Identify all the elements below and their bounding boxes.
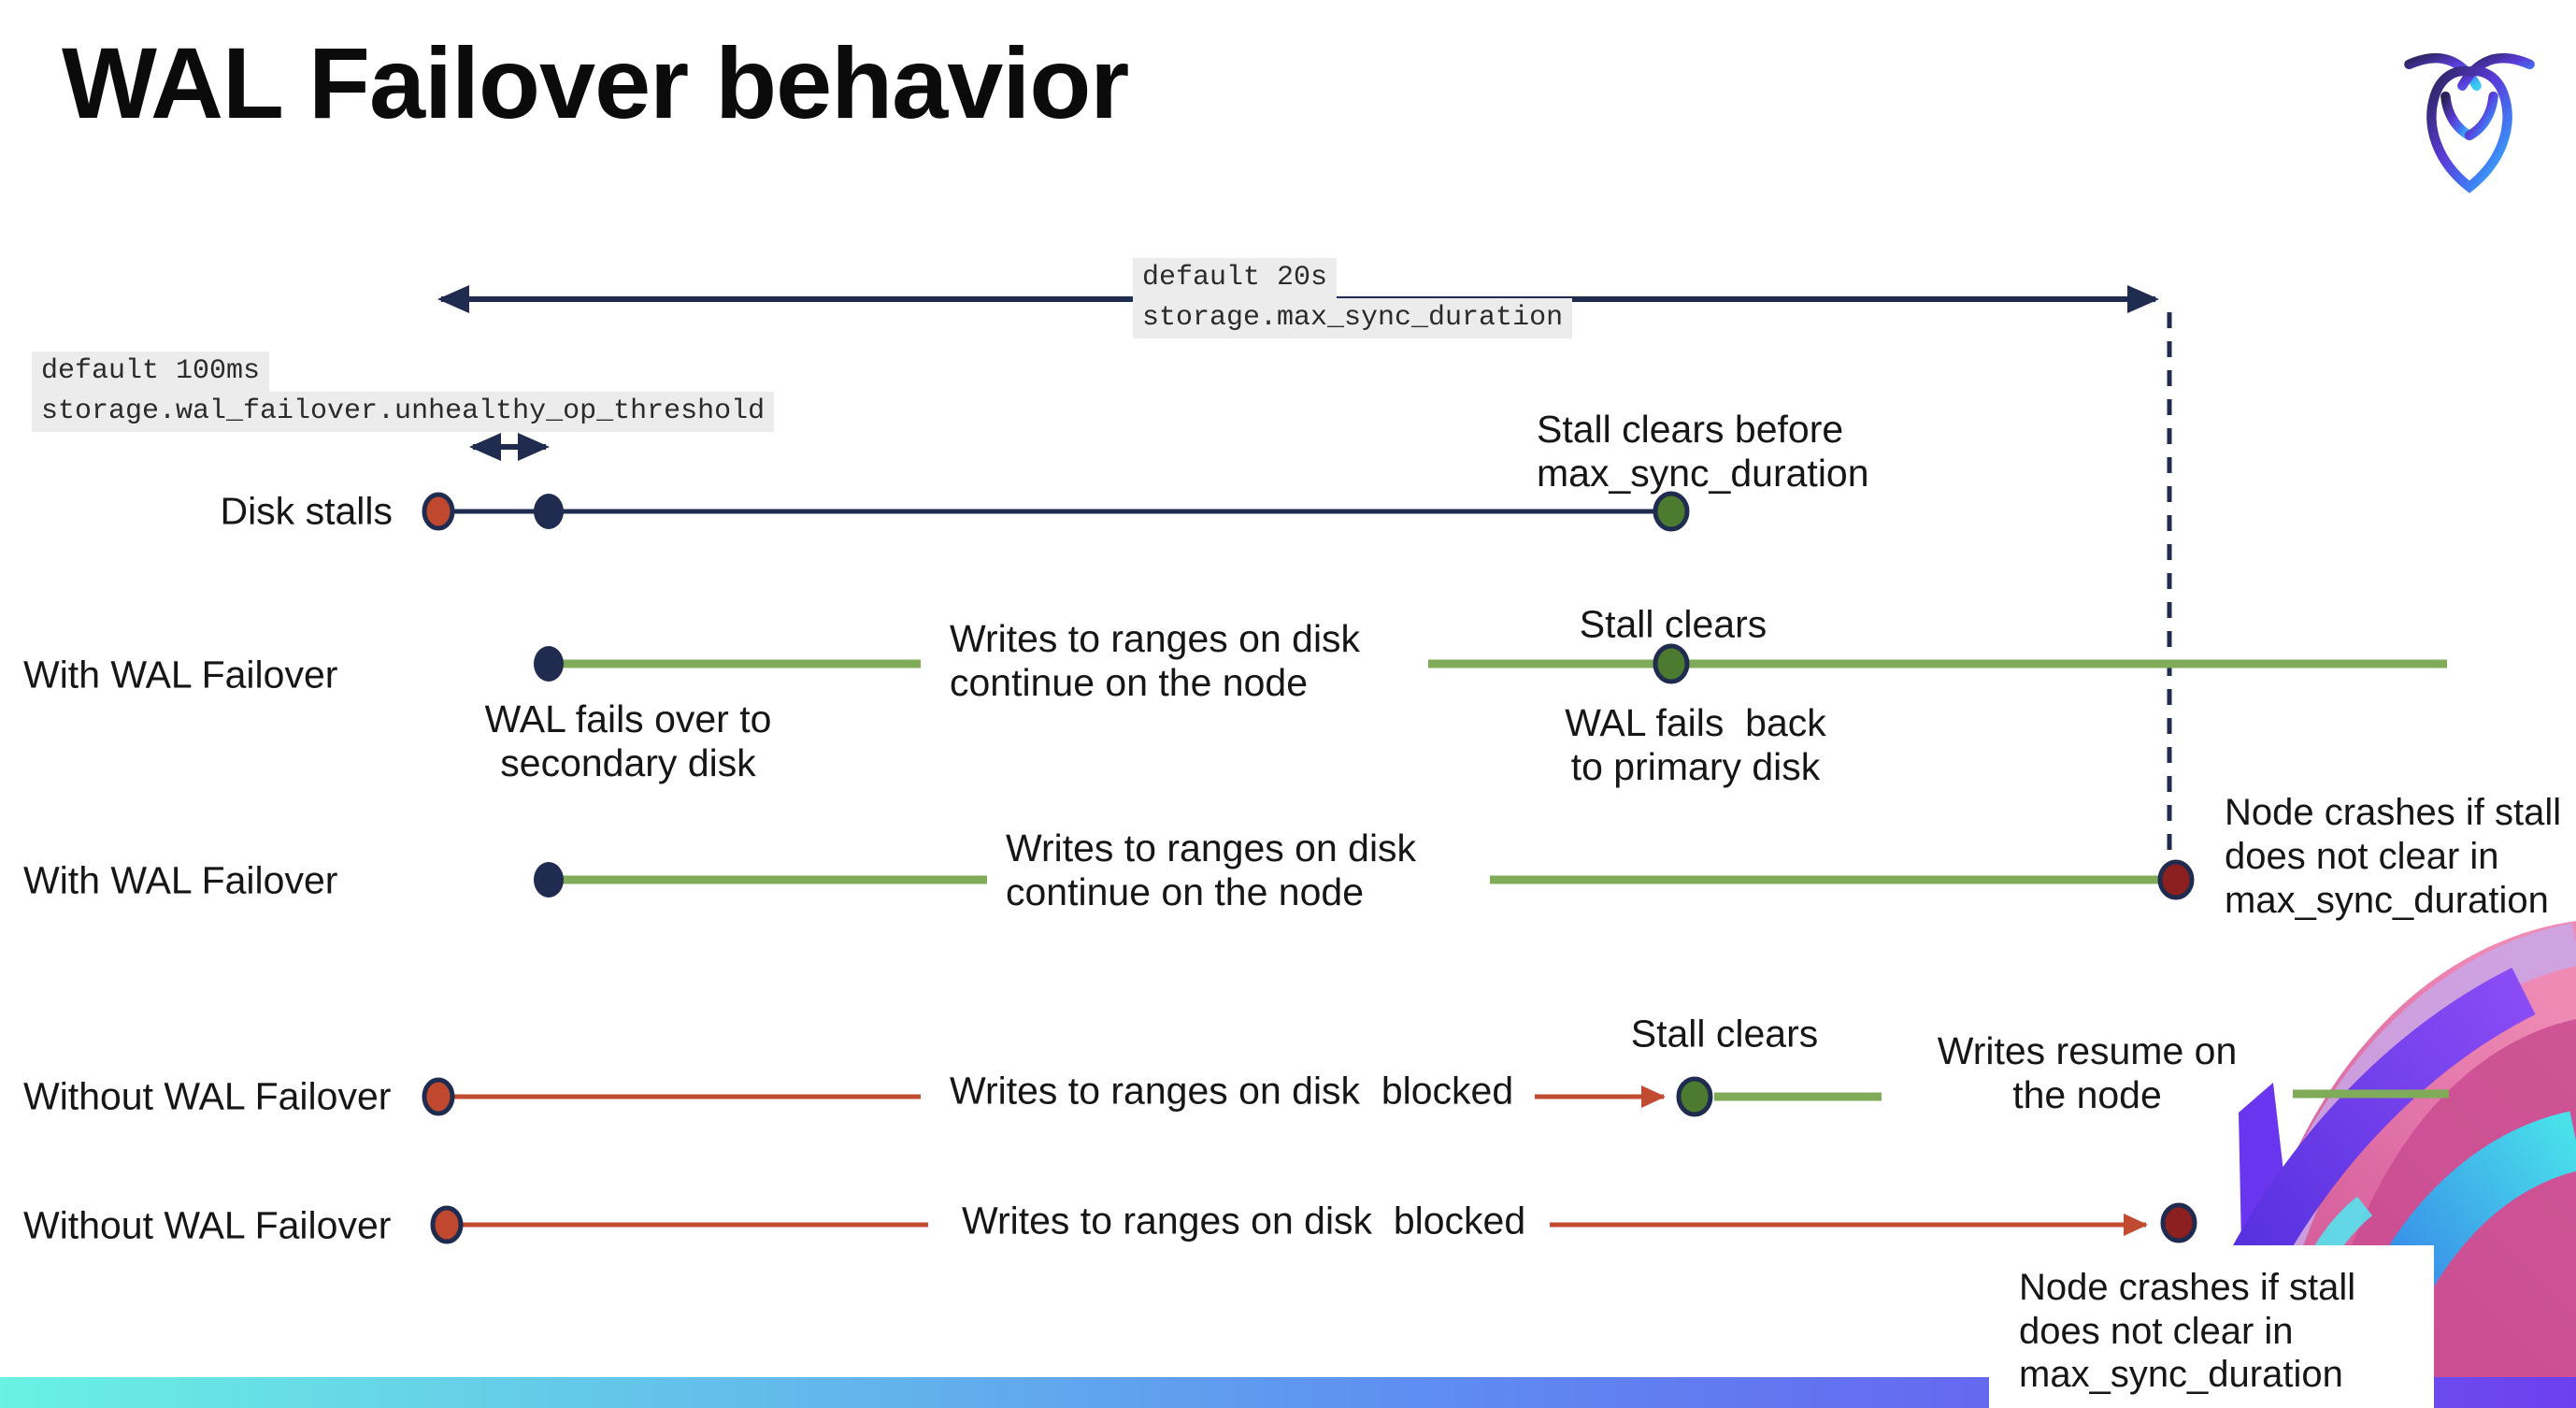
caption-stall-clears-row2: Stall clears	[1579, 602, 1767, 646]
stall-clear-dot	[1676, 1076, 1713, 1117]
setting-default-value: default 100ms	[32, 352, 270, 392]
crash-caption-box	[1989, 1245, 2434, 1408]
row-label-without-wal-failover-1: Without WAL Failover	[23, 1074, 392, 1118]
timeline-with-failover-clears	[534, 643, 2447, 684]
caption-writes-blocked-row4: Writes to ranges on disk blocked	[950, 1069, 1514, 1113]
failover-dot	[534, 862, 564, 898]
caption-wal-fails-over: WAL fails over to secondary disk	[484, 697, 772, 784]
stall-clear-dot	[1653, 643, 1690, 684]
setting-name: storage.max_sync_duration	[1133, 298, 1573, 338]
row-label-with-wal-failover-2: With WAL Failover	[23, 858, 338, 902]
unhealthy-op-threshold-setting-label: default 100ms storage.wal_failover.unhea…	[32, 352, 775, 432]
failover-dot	[534, 646, 564, 682]
timeline-with-failover-crash	[534, 859, 2195, 900]
setting-name: storage.wal_failover.unhealthy_op_thresh…	[32, 392, 775, 432]
setting-default-value: default 20s	[1133, 258, 1338, 298]
caption-node-crashes-row3: Node crashes if stall does not clear in …	[2225, 792, 2562, 921]
node-crash-dot	[2160, 1202, 2197, 1243]
timeline-without-failover-clears	[422, 1076, 2449, 1117]
node-crash-dot	[2157, 859, 2195, 900]
caption-stall-clears-row4: Stall clears	[1630, 1012, 1819, 1056]
stall-start-dot	[430, 1205, 464, 1244]
stall-start-dot	[422, 492, 455, 531]
stall-start-dot	[422, 1077, 455, 1116]
caption-writes-resume: Writes resume on the node	[1937, 1029, 2238, 1116]
timeline-disk-stalls	[422, 491, 1690, 532]
stall-clear-dot	[1653, 491, 1690, 532]
caption-wal-fails-back: WAL fails back to primary disk	[1565, 701, 1826, 788]
caption-stall-clears-before: Stall clears before max_sync_duration	[1537, 408, 1869, 495]
page-title: WAL Failover behavior	[62, 26, 1129, 139]
row-label-with-wal-failover-1: With WAL Failover	[23, 653, 338, 697]
row-label-without-wal-failover-2: Without WAL Failover	[23, 1203, 392, 1247]
cockroachdb-logo-icon	[2404, 52, 2535, 194]
caption-writes-continue-row2: Writes to ranges on disk continue on the…	[950, 617, 1361, 704]
caption-writes-continue-row3: Writes to ranges on disk continue on the…	[1006, 826, 1417, 913]
row-label-disk-stalls: Disk stalls	[220, 489, 393, 533]
caption-writes-blocked-row5: Writes to ranges on disk blocked	[962, 1199, 1526, 1243]
caption-node-crashes-row5: Node crashes if stall does not clear in …	[2019, 1267, 2356, 1395]
threshold-dot	[534, 494, 564, 529]
max-sync-duration-setting-label: default 20s storage.max_sync_duration	[1133, 258, 1573, 338]
timeline-without-failover-crash	[430, 1202, 2197, 1244]
